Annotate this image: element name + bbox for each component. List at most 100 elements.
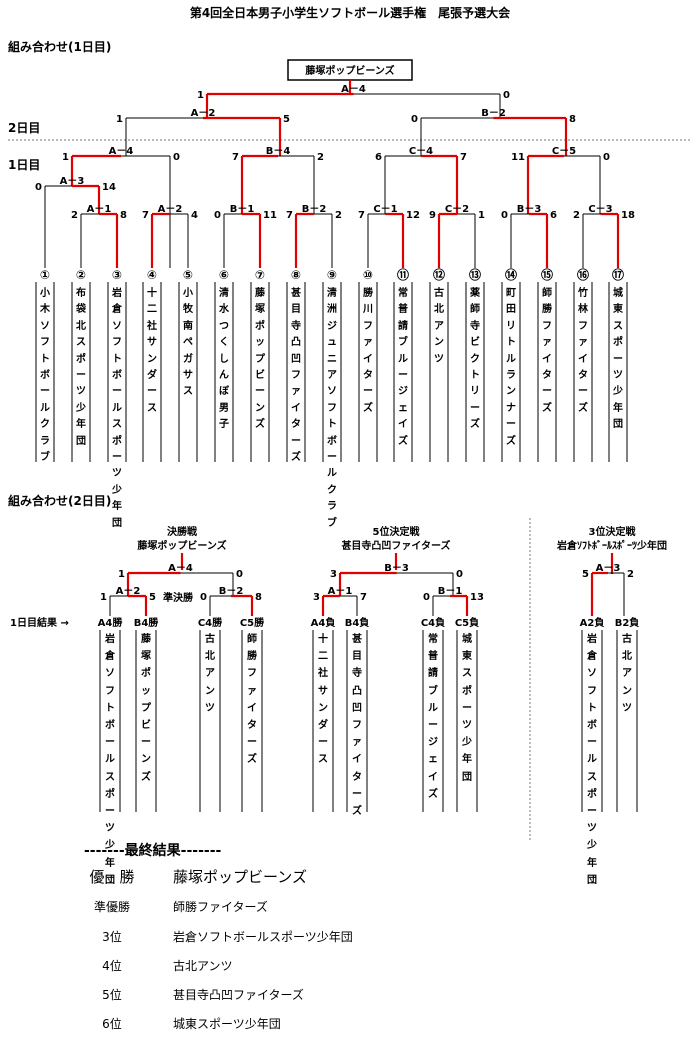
team-number: ⑫ [433,267,445,282]
match-score-left: 1 [197,90,204,101]
match-score-right: 5 [149,592,156,603]
match-score-left: 0 [423,592,430,603]
slot-label: B4負 [345,616,370,629]
team-name: 薬師寺ビクトリーズ [470,288,480,431]
match-score-right: 8 [255,592,262,603]
day2-row-label: 2日目 [8,121,41,135]
page-title: 第4回全日本男子小学生ソフトボール選手権 尾張予選大会 [189,6,511,20]
match-code: A－1 [87,204,112,215]
match-code: C－1 [373,204,397,215]
match-score-right: 18 [621,210,635,221]
match-code: C－4 [409,146,433,157]
match-code: A－3 [60,176,85,187]
slot-label: C5勝 [240,616,265,629]
third-label: 3位決定戦 [589,525,637,538]
match-score-left: 0 [35,182,42,193]
team-name: 岩倉ソフトボールスポーツ少年団 [105,634,115,886]
semifinal-label: 準決勝 [163,591,194,604]
result-place: 4位 [102,959,122,973]
result-place: 優 勝 [89,868,135,886]
match-score-right: 6 [550,210,557,221]
team-name: 甚目寺凸凹ファイターズ [291,288,301,464]
match-score-left: 11 [511,152,525,163]
team-name: 師勝ファイターズ [542,288,552,414]
match-code: A－3 [596,563,621,574]
match-code: C－2 [445,204,469,215]
team-name: 藤塚ポップビーンズ [255,288,265,431]
team-name: 小木ソフトボールクラブ [40,288,50,464]
match-code: B－2 [481,108,506,119]
match-code: C－3 [588,204,612,215]
result-place: 5位 [102,988,122,1002]
slot-label: A4勝 [98,616,124,629]
result-place: 6位 [102,1017,122,1031]
match-code: B－1 [230,204,255,215]
match-score-right: 14 [102,182,116,193]
match-code: A－4 [168,563,193,574]
team-number: ⑯ [577,267,589,282]
match-code: B－2 [302,204,327,215]
result-team: 岩倉ソフトボールスポーツ少年団 [173,930,353,944]
team-number: ④ [147,268,157,282]
match-score-left: 1 [62,152,69,163]
match-score-right: 8 [569,114,576,125]
match-score-right: 0 [503,90,510,101]
slot-label: C4勝 [198,616,223,629]
team-name: 布袋北スポーツ少年団 [76,288,86,447]
match-score-left: 1 [100,592,107,603]
team-name: 甚目寺凸凹ファイターズ [352,634,362,818]
team-name: 藤塚ポップビーンズ [141,634,151,783]
day1-row-label: 1日目 [8,158,41,172]
match-score-left: 3 [313,592,320,603]
match-code: B－3 [384,563,409,574]
team-name: 古北アンツ [622,634,632,714]
team-number: ⑰ [612,267,624,282]
team-name: 十二社サンダース [318,634,328,766]
team-name: 常普請ブルージェイズ [428,634,438,800]
team-number: ⑤ [183,268,193,282]
team-name: 竹林ファイターズ [578,288,588,414]
result-place: 3位 [102,930,122,944]
match-code: A－4 [109,146,134,157]
final-label: 決勝戦 [167,525,198,538]
slot-label: C5負 [455,616,479,629]
result-place: 準優勝 [93,900,130,914]
match-score-right: 8 [120,210,127,221]
match-score-right: 2 [317,152,324,163]
match-score-left: 7 [142,210,149,221]
match-score-left: 2 [71,210,78,221]
final-results-heading: -------最終結果------- [84,843,222,859]
match-score-right: 0 [173,152,180,163]
slot-label: A4負 [311,616,336,629]
result-team: 師勝ファイターズ [173,900,268,914]
match-score-right: 2 [335,210,342,221]
team-name: 勝川ファイターズ [363,288,373,414]
result-team: 古北アンツ [173,959,233,973]
team-number: ⑪ [397,267,409,282]
match-score-left: 9 [429,210,436,221]
team-number: ① [40,268,50,282]
match-score-left: 0 [501,210,508,221]
match-code: A－1 [328,586,353,597]
match-score-left: 0 [214,210,221,221]
match-score-left: 1 [118,569,125,580]
match-score-left: 7 [286,210,293,221]
match-code: B－3 [517,204,542,215]
team-name: 岩倉ソフトボールスポーツ少年団 [112,288,122,529]
result-team: 城東スポーツ少年団 [173,1017,281,1031]
slot-label: A2負 [580,616,605,629]
match-code: A－4 [341,84,366,95]
match-score-left: 1 [116,114,123,125]
match-score-left: 6 [375,152,382,163]
match-code: B－2 [219,586,244,597]
match-code: A－2 [116,586,141,597]
team-number: ⑮ [541,267,553,282]
team-name: 清洲ジュニアソフトボールクラブ [327,288,337,529]
team-name: 古北アンツ [434,288,444,365]
match-code: A－2 [191,108,216,119]
team-name: 常普請ブルージェイズ [398,288,408,447]
match-score-left: 3 [330,569,337,580]
match-code: B－4 [266,146,291,157]
match-score-left: 5 [582,569,589,580]
